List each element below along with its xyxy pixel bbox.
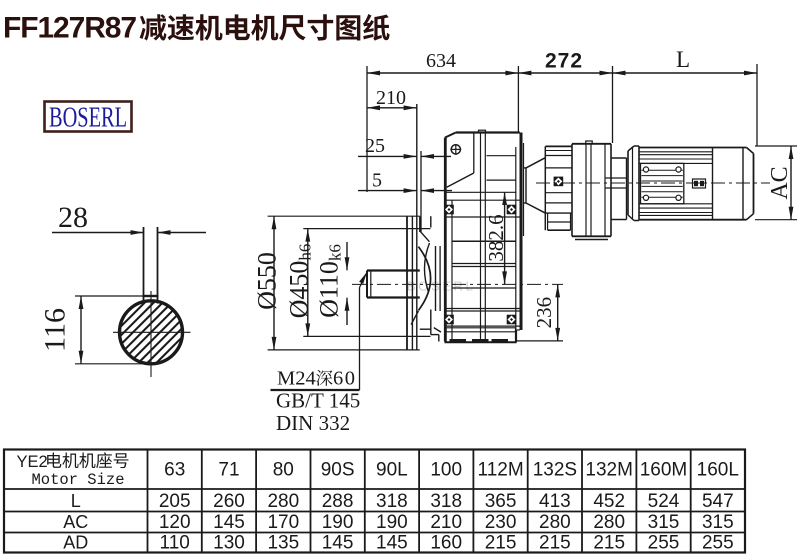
svg-text:112M: 112M [478,460,524,481]
svg-text:132S: 132S [533,460,577,481]
svg-text:365: 365 [485,491,517,512]
svg-text:215: 215 [485,533,517,554]
svg-text:205: 205 [159,491,191,512]
svg-text:135: 135 [267,533,299,554]
svg-text:170: 170 [267,512,299,533]
svg-text:634: 634 [426,50,456,72]
svg-text:120: 120 [159,512,191,533]
svg-text:215: 215 [539,533,571,554]
svg-text:YE2: YE2 [17,453,48,471]
svg-text:318: 318 [430,491,462,512]
svg-text:25: 25 [365,135,385,157]
svg-text:190: 190 [322,512,354,533]
svg-text:130: 130 [213,533,245,554]
svg-text:160M: 160M [640,460,688,481]
svg-text:230: 230 [485,512,517,533]
svg-text:280: 280 [593,512,625,533]
svg-text:AC: AC [63,512,88,532]
svg-text:315: 315 [702,512,734,533]
svg-text:210: 210 [430,512,462,533]
svg-text:190: 190 [376,512,408,533]
svg-text:FF127R87: FF127R87 [3,12,136,45]
svg-text:145: 145 [213,512,245,533]
svg-text:GB/T 145: GB/T 145 [276,389,360,413]
svg-text:Ø550: Ø550 [253,252,282,310]
svg-text:71: 71 [218,460,239,481]
svg-text:160: 160 [430,533,462,554]
svg-text:DIN 332: DIN 332 [276,411,350,435]
svg-text:110: 110 [160,533,190,554]
svg-text:160L: 160L [697,460,739,481]
svg-text:Ø110k6: Ø110k6 [315,244,345,318]
svg-text:AD: AD [63,533,88,553]
svg-text:524: 524 [648,491,680,512]
svg-text:288: 288 [322,491,354,512]
svg-text:145: 145 [376,533,408,554]
svg-text:145: 145 [322,533,354,554]
svg-text:Motor Size: Motor Size [31,471,124,489]
svg-text:236: 236 [532,297,556,329]
svg-text:210: 210 [376,87,406,109]
svg-text:5: 5 [372,170,382,192]
svg-text:215: 215 [593,533,625,554]
svg-text:M24: M24 [277,368,316,390]
svg-text:60: 60 [333,368,357,390]
svg-text:AC: AC [767,166,793,199]
svg-text:547: 547 [702,491,734,512]
svg-text:90S: 90S [321,460,355,481]
svg-text:315: 315 [648,512,680,533]
svg-text:28: 28 [58,201,88,234]
svg-text:318: 318 [376,491,408,512]
svg-text:Ø450h6: Ø450h6 [285,244,315,319]
svg-text:452: 452 [593,491,625,512]
svg-text:90L: 90L [376,460,408,481]
svg-text:280: 280 [539,512,571,533]
svg-text:L: L [71,491,81,511]
svg-text:100: 100 [430,460,462,481]
svg-text:63: 63 [164,460,185,481]
svg-text:80: 80 [273,460,294,481]
svg-text:272: 272 [545,50,583,73]
svg-text:260: 260 [213,491,245,512]
svg-text:L: L [676,47,690,72]
svg-text:382.6: 382.6 [484,214,508,261]
svg-text:255: 255 [648,533,680,554]
svg-text:255: 255 [702,533,734,554]
svg-text:132M: 132M [585,460,633,481]
svg-text:BOSERL: BOSERL [49,103,127,134]
svg-text:116: 116 [39,308,72,352]
svg-text:280: 280 [267,491,299,512]
svg-text:413: 413 [539,491,571,512]
